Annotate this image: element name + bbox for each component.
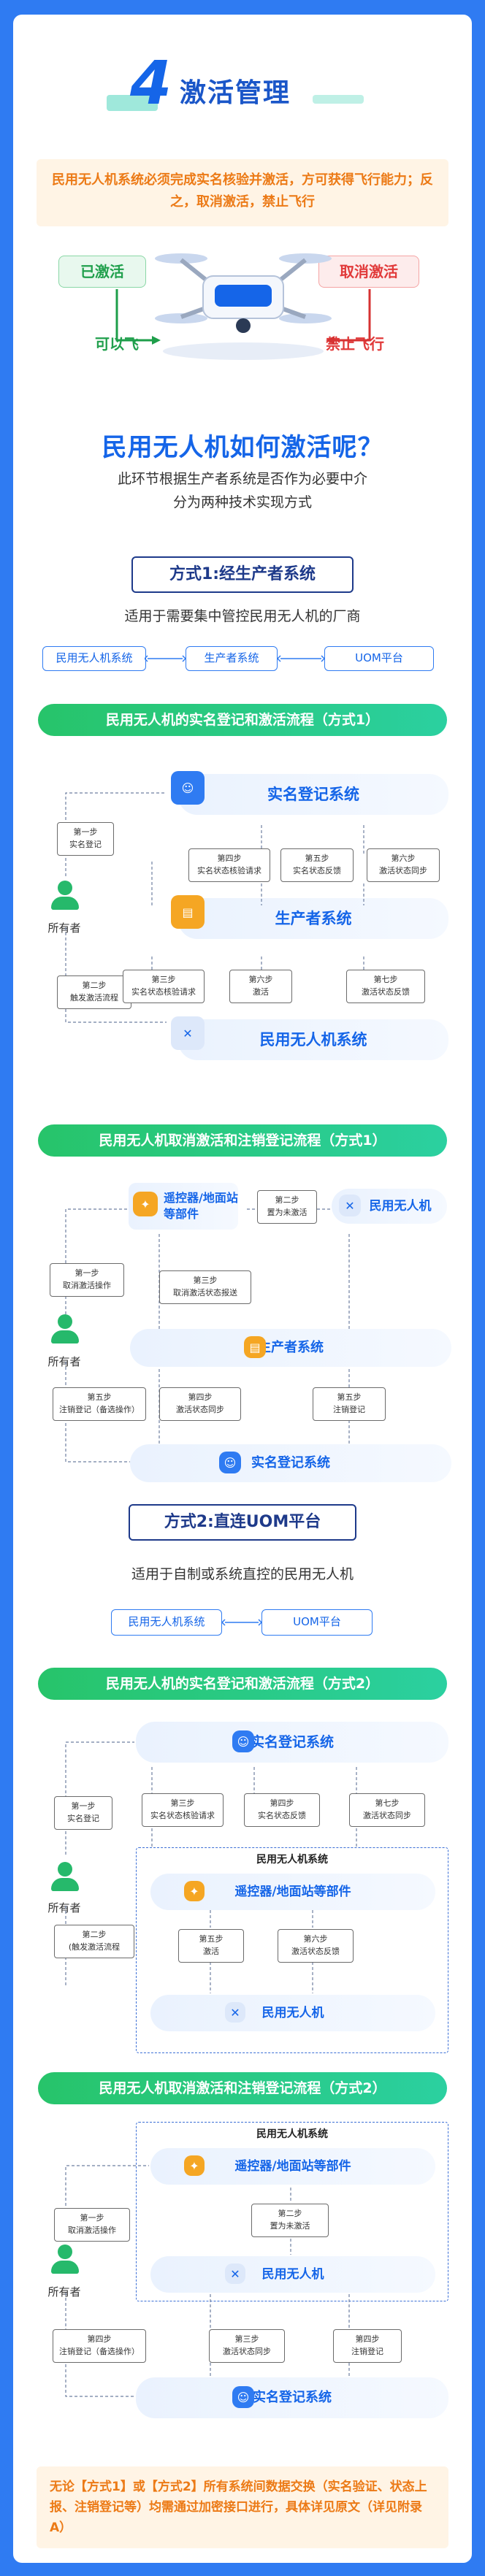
intro-notice: 民用无人机系统必须完成实名核验并激活，方可获得飞行能力；反之，取消激活，禁止飞行 <box>37 159 448 226</box>
owner-label: 所有者 <box>47 2285 81 2299</box>
producer-icon: ▤ <box>171 895 205 929</box>
method1-flow1-banner: 民用无人机的实名登记和激活流程（方式1） <box>38 704 447 736</box>
system-realname-2: 实名登记系统 <box>130 1444 451 1482</box>
owner-label: 所有者 <box>47 921 81 935</box>
realname-icon: ☺ <box>232 1730 254 1752</box>
chain-arrows <box>145 655 326 662</box>
drone-icon: ✕ <box>225 2002 245 2023</box>
chain-producer-system: 生产者系统 <box>186 646 278 671</box>
activation-question: 民用无人机如何激活呢？ <box>102 433 383 462</box>
step-5: 第五步注销登记 <box>313 1387 386 1421</box>
step-1: 第一步实名登记 <box>57 822 114 856</box>
step-6: 第六步激活状态反馈 <box>278 1929 354 1963</box>
method1-title: 方式1:经生产者系统 <box>131 556 354 593</box>
step-2: 第二步(触发激活流程 <box>54 1925 134 1958</box>
page-card: 4 激活管理 民用无人机系统必须完成实名核验并激活，方可获得飞行能力；反之，取消… <box>13 15 472 2563</box>
step-2: 第二步置为未激活 <box>251 2204 329 2237</box>
step-4: 第四步激活状态同步 <box>159 1387 241 1421</box>
step-3: 第三步实名状态核验请求 <box>123 970 205 1003</box>
owner-label: 所有者 <box>47 1901 81 1914</box>
method2-description: 适用于自制或系统直控的民用无人机 <box>131 1566 354 1582</box>
method2-flow1-banner: 民用无人机的实名登记和激活流程（方式2） <box>38 1668 447 1700</box>
step-4: 第四步注销登记 <box>333 2329 402 2363</box>
method2-flow2-banner: 民用无人机取消激活和注销登记流程（方式2） <box>38 2072 447 2104</box>
step-4: 第四步实名状态反馈 <box>244 1793 320 1827</box>
remote-icon: ✦ <box>184 2155 205 2176</box>
question-sub-line-1: 此环节根据生产者系统是否作为必要中介 <box>117 471 367 487</box>
step-3: 第三步取消激活状态报送 <box>159 1270 251 1304</box>
system-drone: 民用无人机系统 <box>178 1019 448 1060</box>
remote-icon: ✦ <box>133 1192 158 1216</box>
chain-arrows <box>221 1619 263 1626</box>
drone-icon: ✕ <box>171 1016 205 1050</box>
system-realname: 实名登记系统 <box>136 2377 448 2418</box>
activated-badge: 已激活 <box>58 256 146 288</box>
drone-illustration <box>115 253 371 360</box>
system-producer-2: 生产者系统 <box>130 1329 451 1367</box>
step-1: 第一步取消激活操作 <box>50 1263 124 1297</box>
chapter-number: 4 <box>130 49 172 118</box>
system-drone: 民用无人机 <box>150 1995 435 2031</box>
step-2: 第二步触发激活流程 <box>57 975 131 1009</box>
chain-uom-platform: UOM平台 <box>324 646 434 671</box>
method2-title: 方式2:直连UOM平台 <box>129 1504 356 1541</box>
deactivated-badge: 取消激活 <box>318 256 419 288</box>
step-6: 第六步激活 <box>229 970 292 1003</box>
chapter-decoration <box>107 95 158 111</box>
chain-drone-system: 民用无人机系统 <box>42 646 146 671</box>
step-3: 第三步激活状态同步 <box>209 2329 285 2363</box>
drone-icon: ✕ <box>339 1195 361 1216</box>
owner-icon <box>50 1314 80 1345</box>
chain-drone-system: 民用无人机系统 <box>111 1609 222 1636</box>
system-producer: 生产者系统 <box>178 898 448 939</box>
realname-icon: ☺ <box>219 1452 241 1473</box>
step-6b: 第六步激活状态同步 <box>367 848 440 882</box>
method1-description: 适用于需要集中管控民用无人机的厂商 <box>124 608 361 624</box>
step-1: 第一步实名登记 <box>54 1796 112 1830</box>
remote-icon: ✦ <box>184 1881 205 1901</box>
chapter-header: 4 激活管理 <box>13 51 472 131</box>
step-4: 第四步实名状态核验请求 <box>188 848 270 882</box>
realname-icon: ☺ <box>171 771 205 805</box>
flow-connectors <box>65 1741 357 1993</box>
producer-icon: ▤ <box>244 1336 266 1358</box>
step-7: 第七步激活状态反馈 <box>346 970 425 1003</box>
question-sub-line-2: 分为两种技术实现方式 <box>172 494 312 510</box>
owner-icon <box>50 2245 80 2275</box>
chapter-title: 激活管理 <box>180 78 291 108</box>
frame-title: 民用无人机系统 <box>256 2128 328 2140</box>
owner-label: 所有者 <box>47 1355 81 1368</box>
owner-icon <box>50 1862 80 1893</box>
realname-icon: ☺ <box>232 2386 254 2408</box>
step-2: 第二步置为未激活 <box>257 1190 317 1224</box>
drone-icon: ✕ <box>225 2263 245 2284</box>
chapter-decoration <box>313 95 364 104</box>
drone-system-frame <box>136 1847 448 2053</box>
chain-uom-platform: UOM平台 <box>261 1609 373 1636</box>
system-realname: 实名登记系统 <box>178 774 448 815</box>
step-5-optional: 第五步注销登记（备选操作） <box>53 1387 146 1421</box>
owner-icon <box>50 881 80 911</box>
step-7: 第七步激活状态同步 <box>349 1793 425 1827</box>
step-1: 第一步取消激活操作 <box>54 2208 130 2242</box>
no-fly-label: 禁止飞行 <box>326 335 384 353</box>
flow-connectors <box>65 1208 350 1463</box>
step-5: 第五步实名状态反馈 <box>280 848 354 882</box>
frame-title: 民用无人机系统 <box>256 1854 328 1866</box>
step-5: 第五步激活 <box>178 1929 244 1963</box>
flow-connectors <box>65 2165 350 2397</box>
footer-note: 无论【方式1】或【方式2】所有系统间数据交换（实名验证、状态上报、注销登记等）均… <box>37 2466 448 2548</box>
method1-flow2-banner: 民用无人机取消激活和注销登记流程（方式1） <box>38 1124 447 1157</box>
system-drone: 民用无人机 <box>150 2256 435 2293</box>
drone-system-frame <box>136 2122 448 2301</box>
step-3: 第三步实名状态核验请求 <box>142 1793 224 1827</box>
step-4-optional: 第四步注销登记（备选操作） <box>53 2329 146 2363</box>
system-realname: 实名登记系统 <box>136 1722 448 1763</box>
